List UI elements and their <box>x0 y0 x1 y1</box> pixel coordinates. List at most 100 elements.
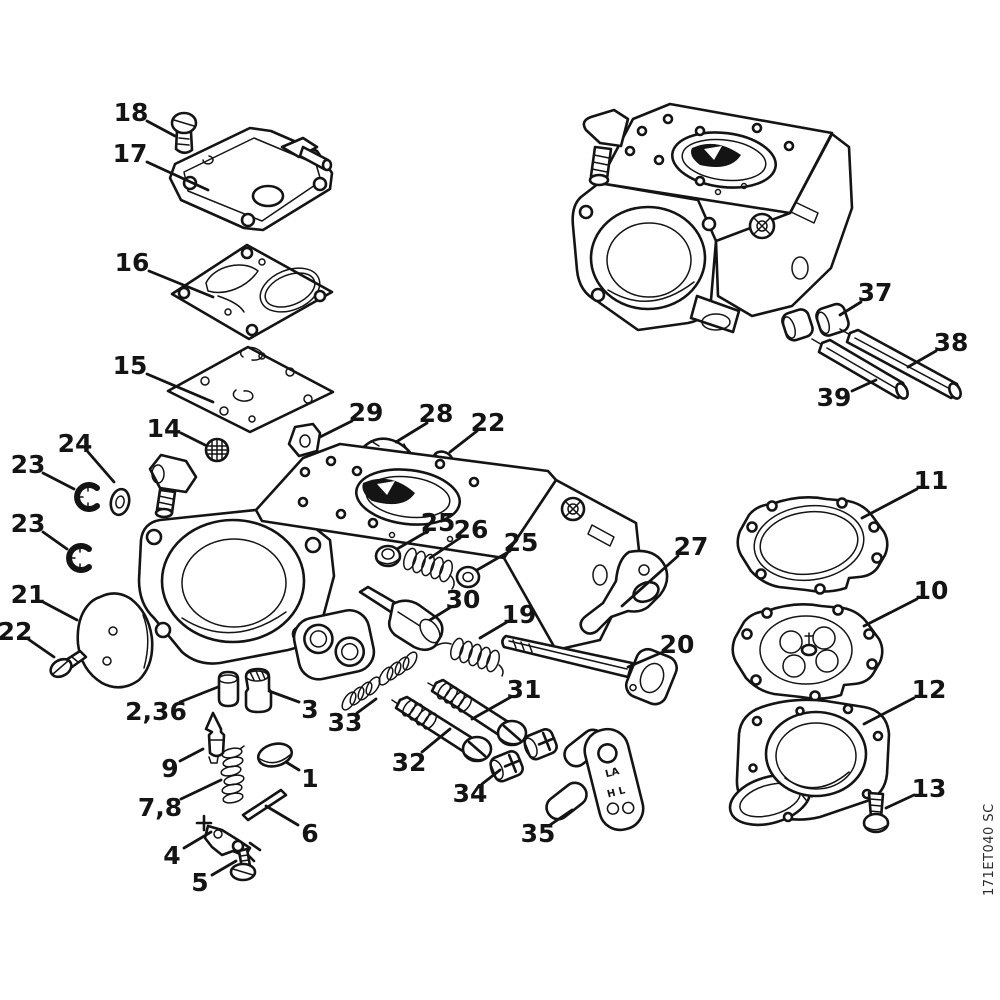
part-spring-7-8 <box>220 745 245 804</box>
leader-30 <box>428 605 453 622</box>
part-screen-14 <box>204 437 230 463</box>
callout-19: 19 <box>502 600 537 629</box>
holder-marking-la: LA <box>604 766 621 780</box>
part-pump-diaphragm-10 <box>731 603 884 702</box>
part-diaphragm-15 <box>166 345 335 434</box>
leader-2-36 <box>178 685 220 704</box>
part-washer-25-left <box>374 544 402 568</box>
leader-12 <box>862 696 916 726</box>
callout-1: 1 <box>301 764 318 793</box>
part-gasket-11 <box>736 496 889 595</box>
leader-20 <box>626 650 665 669</box>
part-spring-19 <box>433 637 504 677</box>
holder-marking-hl: H L <box>606 785 627 800</box>
leader-16 <box>147 269 215 299</box>
leader-27 <box>620 554 680 608</box>
callout-7-8: 7,8 <box>138 793 182 822</box>
part-sleeves-37 <box>781 302 850 342</box>
part-screw-5 <box>229 847 257 882</box>
leader-29 <box>318 419 354 439</box>
leader-23-lower <box>41 530 69 551</box>
leader-25-left <box>395 529 430 551</box>
part-metering-lever-4 <box>195 814 262 863</box>
leader-6 <box>264 804 300 827</box>
leader-19 <box>478 620 509 640</box>
part-adjust-screw-32 <box>391 695 493 763</box>
part-spring-26 <box>403 547 455 590</box>
leader-13 <box>884 793 916 810</box>
leader-38 <box>906 349 938 369</box>
part-pin-6 <box>241 788 288 822</box>
part-eclip-23-upper <box>74 482 100 512</box>
part-eclip-23-lower <box>66 543 92 573</box>
part-inlet-needle-9 <box>204 711 226 764</box>
callout-24: 24 <box>58 429 93 458</box>
leader-22-left <box>26 637 56 659</box>
leader-23-upper <box>41 471 76 491</box>
callout-2-36: 2,36 <box>125 697 187 726</box>
callout-34: 34 <box>453 779 488 808</box>
callout-32: 32 <box>392 748 427 777</box>
callout-13: 13 <box>912 774 947 803</box>
leader-7-8 <box>179 778 223 801</box>
leader-18 <box>145 119 177 138</box>
leader-4 <box>182 830 213 850</box>
part-choke-shaft-30 <box>358 585 444 652</box>
leader-37 <box>838 300 863 317</box>
callout-33: 33 <box>328 708 363 737</box>
part-screw-39 <box>811 338 909 400</box>
callout-5: 5 <box>191 868 208 897</box>
callout-23-lower: 23 <box>11 509 46 538</box>
leader-39 <box>850 378 878 393</box>
callout-30: 30 <box>446 585 481 614</box>
callout-22-top: 22 <box>471 408 506 437</box>
leader-1 <box>284 760 301 772</box>
part-adjust-screw-31 <box>427 678 528 747</box>
callout-38: 38 <box>934 328 969 357</box>
leader-3 <box>267 689 301 704</box>
callout-16: 16 <box>115 248 150 277</box>
callout-10: 10 <box>914 576 949 605</box>
leader-21 <box>41 600 79 622</box>
figure-code: 171ET040 SC <box>982 803 997 896</box>
callout-14: 14 <box>147 414 182 443</box>
callout-9: 9 <box>161 754 178 783</box>
callout-23-upper: 23 <box>11 450 46 479</box>
part-washer-24 <box>109 487 131 517</box>
callout-35: 35 <box>521 819 556 848</box>
callout-26: 26 <box>454 515 489 544</box>
callout-17: 17 <box>113 139 148 168</box>
callout-25-left: 25 <box>421 508 456 537</box>
leader-31 <box>470 695 513 721</box>
callout-20: 20 <box>660 630 695 659</box>
callout-37: 37 <box>858 278 893 307</box>
part-carburetor-body-main <box>137 442 642 681</box>
callout-4: 4 <box>163 841 180 870</box>
part-carburetor-body-assembled <box>571 102 854 334</box>
callout-39: 39 <box>817 383 852 412</box>
part-intake-flange-12 <box>728 698 891 827</box>
part-screw-13 <box>862 791 890 834</box>
callout-11: 11 <box>914 466 949 495</box>
leader-33 <box>355 697 378 715</box>
part-welch-plug-1 <box>256 742 294 768</box>
leader-32 <box>420 727 452 754</box>
leader-22-top <box>448 429 479 454</box>
callout-31: 31 <box>507 675 542 704</box>
leader-14 <box>179 431 207 447</box>
part-pump-cover-17 <box>168 126 334 232</box>
part-springs-33 <box>341 651 418 711</box>
leader-11 <box>860 487 919 520</box>
callout-3: 3 <box>301 695 318 724</box>
leader-25-right <box>475 549 512 572</box>
part-plug-3 <box>244 667 273 714</box>
callout-22-left: 22 <box>0 617 32 646</box>
part-cover-disc-21 <box>76 592 154 689</box>
part-gasket-16 <box>170 243 334 341</box>
callout-25-right: 25 <box>504 528 539 557</box>
leader-17 <box>145 160 210 192</box>
part-plug-2-36 <box>217 670 240 708</box>
leader-35 <box>548 808 574 827</box>
